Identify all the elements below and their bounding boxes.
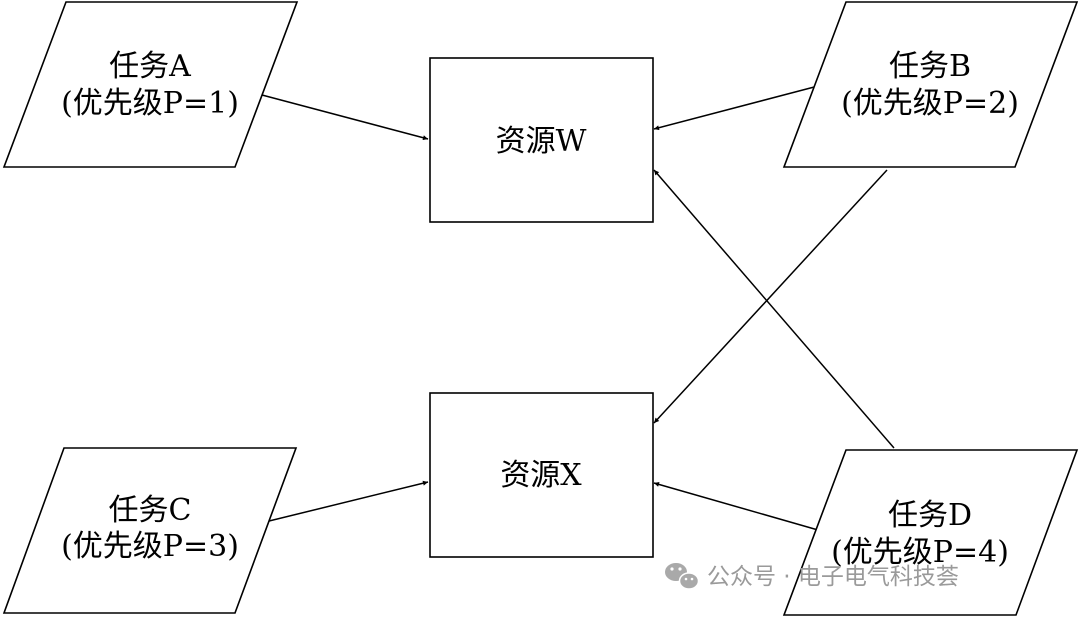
resource-w-node: 资源W [429, 57, 654, 223]
task-c-name: 任务C [109, 493, 192, 528]
task-a-shape [2, 1, 299, 168]
task-c-node: 任务C (优先级P=3) [2, 447, 298, 614]
task-a-priority: (优先级P=1) [61, 86, 239, 121]
resource-w-shape [429, 57, 654, 223]
edge-task-b-to-resource-x [653, 169, 888, 424]
task-d-priority: (优先级P=4) [831, 535, 1009, 570]
task-c-shape [2, 447, 298, 614]
edge-task-d-to-resource-x [653, 481, 819, 531]
edge-task-d-to-resource-w [653, 169, 895, 449]
resource-x-shape [429, 392, 654, 558]
task-d-node: 任务D (优先级P=4) [782, 449, 1079, 616]
watermark-text: 公众号 · 电子电气科技荟 [707, 564, 959, 590]
edge-task-c-to-resource-x [264, 480, 429, 523]
resource-x-node: 资源X [429, 392, 654, 558]
resource-x-label: 资源X [500, 458, 582, 493]
task-b-name: 任务B [889, 49, 971, 84]
resource-w-label: 资源W [496, 124, 587, 159]
edge-task-b-to-resource-w [653, 85, 819, 131]
task-d-shape [782, 449, 1079, 616]
task-d-name: 任务D [888, 498, 972, 533]
task-b-node: 任务B (优先级P=2) [782, 1, 1079, 168]
task-c-priority: (优先级P=3) [61, 529, 239, 564]
task-a-node: 任务A (优先级P=1) [2, 1, 299, 168]
wechat-icon [665, 563, 700, 590]
task-a-name: 任务A [109, 49, 191, 84]
edge-task-a-to-resource-w [261, 94, 429, 141]
watermark: 公众号 · 电子电气科技荟 [665, 563, 959, 590]
task-b-shape [782, 1, 1079, 168]
task-b-priority: (优先级P=2) [841, 86, 1019, 121]
